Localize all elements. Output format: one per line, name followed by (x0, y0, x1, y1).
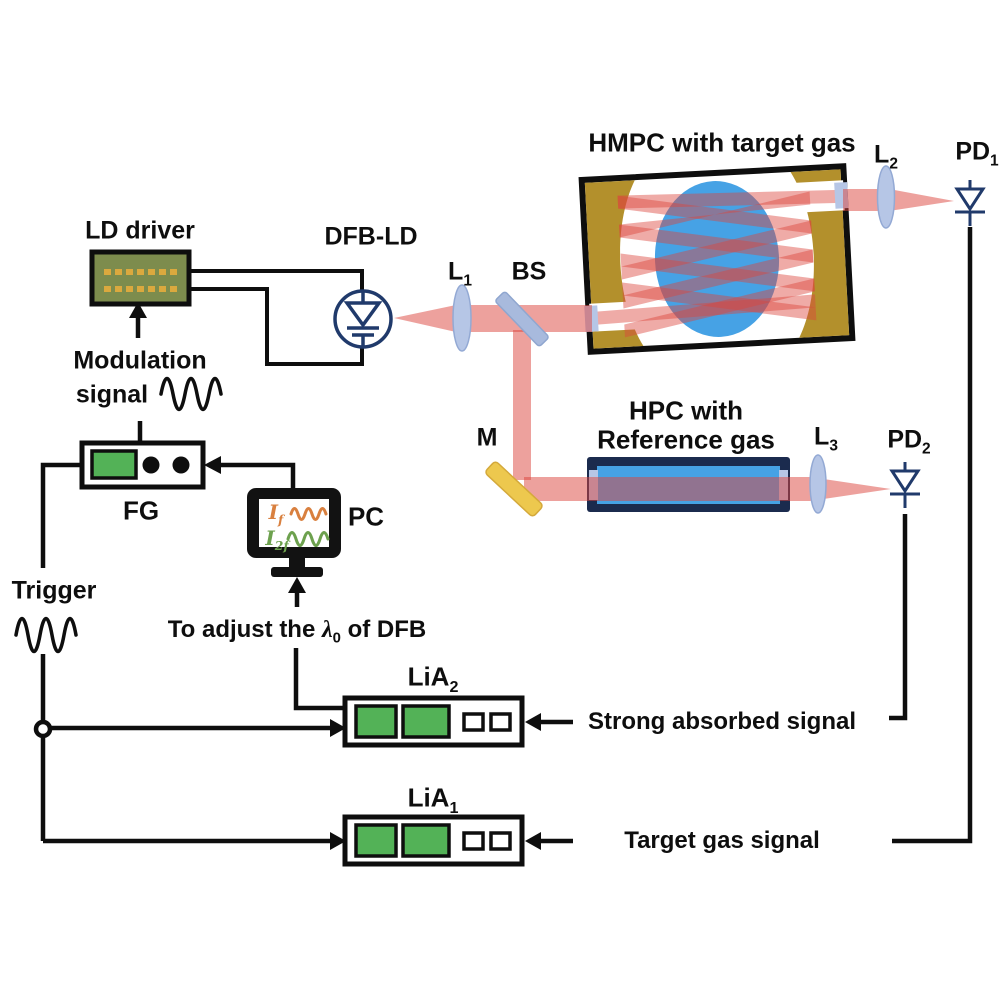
laser-diode-icon (333, 289, 393, 349)
line-pd2-to-strong (889, 514, 908, 721)
lia2-label: LiA2 (407, 661, 459, 696)
fg-label: FG (122, 495, 160, 526)
bs-label: BS (511, 257, 547, 286)
laser-beams (394, 189, 954, 501)
line-pc-to-fg (220, 462, 296, 489)
strong-absorbed-signal-label: Strong absorbed signal (587, 707, 857, 735)
ld-driver-label: LD driver (85, 216, 195, 245)
connection-lines (40, 227, 973, 844)
lia2-screen-2 (401, 704, 451, 739)
lia2-button-2 (489, 712, 512, 732)
function-generator-box (79, 440, 206, 490)
hpc-title: HPC with Reference gas (597, 396, 775, 453)
pc-screen (259, 499, 329, 547)
beam-dfb-to-l1 (394, 305, 456, 332)
hmpc-exit-gap (792, 180, 845, 213)
arrow-into-fg (204, 456, 221, 474)
adjust-lambda-label: To adjust the λ0 of DFB (167, 615, 427, 647)
hmpc-gas-volume (654, 181, 780, 337)
photodiode-pd1-icon (954, 180, 986, 226)
beam-bs-to-m (513, 330, 531, 480)
modulation-label-line2: signal (75, 380, 149, 409)
lia1-button-1 (462, 831, 485, 851)
pd2-label: PD2 (887, 425, 931, 458)
fg-screen (90, 449, 138, 480)
lia1-screen-2 (401, 823, 451, 858)
mirror-m (485, 461, 543, 517)
lia2-button-1 (462, 712, 485, 732)
mirror-m-label: M (476, 423, 498, 452)
lia1-screen-1 (354, 823, 398, 858)
wire-ld-bottom (189, 287, 364, 366)
lia2-screen-1 (354, 704, 398, 739)
beam-l3-to-pd2 (810, 477, 891, 501)
fg-knob-2 (172, 456, 190, 474)
lia2-box (342, 695, 525, 748)
arrow-trigger-into-lia1 (330, 832, 346, 850)
lia1-box (342, 814, 525, 867)
beamsplitter-bs (495, 291, 549, 347)
hpc-title-line2: Reference gas (597, 424, 775, 454)
lia1-button-2 (489, 831, 512, 851)
ld-driver-box (89, 249, 192, 307)
trigger-junction-node (33, 719, 53, 739)
arrowheads (129, 302, 541, 850)
dfb-ld-label: DFB-LD (324, 222, 418, 251)
hmpc-title: HMPC with target gas (588, 127, 856, 158)
beam-m-to-l3 (524, 477, 810, 501)
hpc-title-line1: HPC with (628, 395, 744, 426)
arrow-strong-into-lia2 (525, 713, 541, 731)
lens-l3 (809, 454, 827, 514)
fg-knob-1 (142, 456, 160, 474)
line-fg-to-trigger (40, 462, 82, 568)
hmpc-cell (578, 163, 856, 355)
pd1-label: PD1 (955, 137, 999, 170)
trigger-label: Trigger (11, 576, 97, 605)
pc-if-waveform (289, 507, 328, 521)
arrow-into-ld-driver (129, 302, 147, 318)
wire-ld-top (189, 269, 364, 293)
target-gas-signal-label: Target gas signal (624, 826, 820, 854)
pc-if-label: If (268, 499, 284, 527)
l1-label: L1 (448, 257, 472, 290)
pc-i2f-label: I2f (265, 525, 289, 553)
lia1-label: LiA1 (407, 782, 459, 817)
arrow-trigger-into-lia2 (330, 719, 346, 737)
pc-base (271, 567, 323, 577)
trigger-waveform-icon (14, 616, 78, 654)
pc-i2f-waveform (286, 531, 330, 547)
arrow-into-pc (288, 577, 306, 593)
arrow-target-into-lia1 (525, 832, 541, 850)
l3-label: L3 (814, 422, 838, 455)
hmpc-internal-beams (588, 189, 846, 338)
l2-label: L2 (874, 140, 898, 173)
pc-label: PC (347, 501, 385, 532)
hmpc-entrance-gap (589, 300, 644, 332)
lens-l2 (876, 165, 896, 229)
photodiode-pd2-icon (889, 462, 921, 508)
pc-stand (289, 556, 305, 568)
beam-l2-to-pd1 (889, 189, 954, 211)
pc-monitor-icon (247, 488, 341, 577)
lens-l1 (452, 284, 472, 352)
modulation-waveform-icon (159, 376, 223, 412)
line-pc-to-lia2 (293, 648, 345, 711)
line-pd1-to-target (892, 227, 973, 844)
hmpc-right-mirror (790, 169, 850, 338)
modulation-label-line1: Modulation (73, 346, 207, 375)
